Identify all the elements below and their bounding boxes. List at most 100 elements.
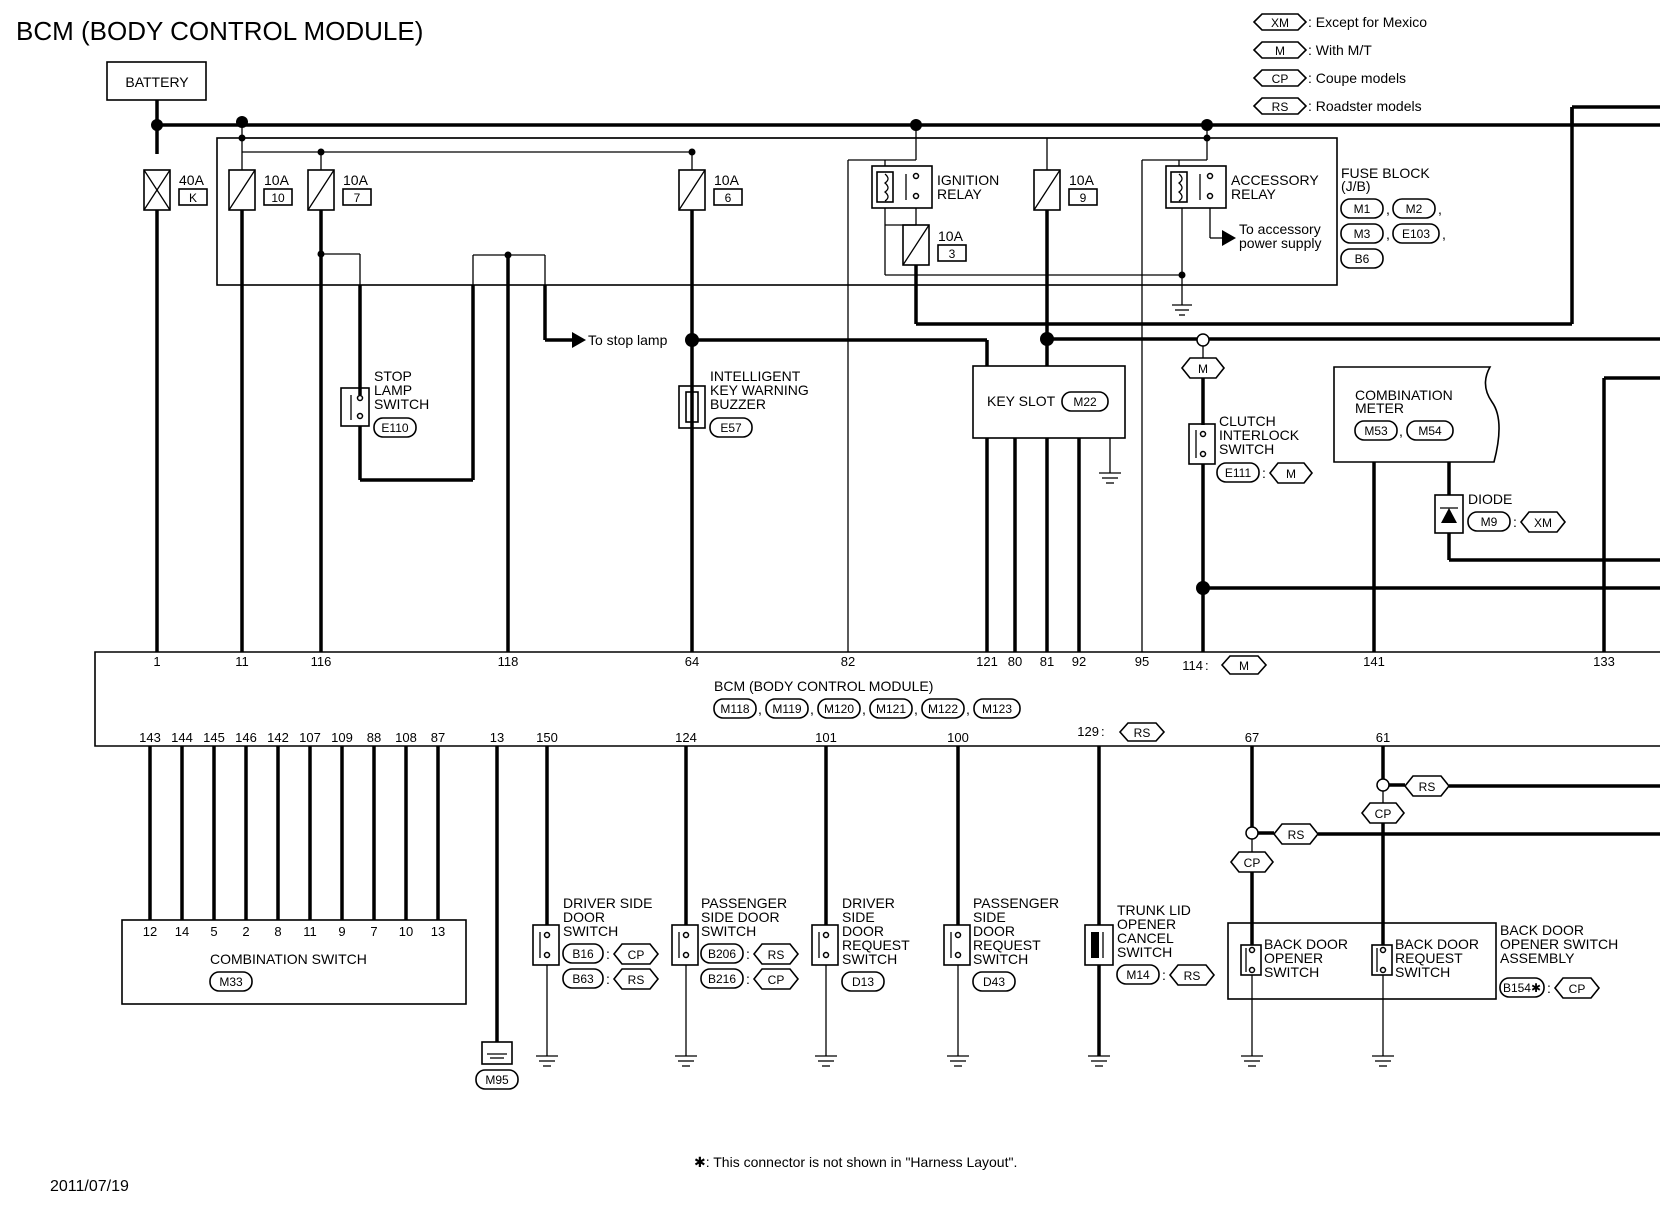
svg-text:,: , [914, 701, 918, 717]
passenger-door-switch-name: PASSENGER [701, 895, 787, 911]
driver-request-switch-name: DRIVER [842, 895, 895, 911]
passenger-request-switch-name: SWITCH [973, 951, 1028, 967]
fuse-block-name: FUSE BLOCK [1341, 165, 1430, 181]
branch-tag: CP [1244, 856, 1261, 870]
pin-label: 150 [536, 730, 558, 745]
svg-text:,: , [1386, 226, 1390, 242]
fuse-num: 3 [949, 247, 956, 261]
driver-door-switch-name: DRIVER SIDE [563, 895, 652, 911]
pin-label: 88 [367, 730, 381, 745]
driver-request-switch-name: DOOR [842, 923, 884, 939]
connector-tag: M95 [485, 1073, 509, 1087]
clutch-switch-name: INTERLOCK [1219, 427, 1300, 443]
pin-label: 61 [1376, 730, 1390, 745]
pin-label: 95 [1135, 654, 1149, 669]
fuse-40a: 40A K [143, 169, 208, 211]
pin-label: 13 [490, 730, 504, 745]
back-door-opener-switch-name: BACK DOOR [1264, 936, 1348, 952]
pin61-branch: RS CP [1360, 746, 1660, 945]
fuse-num: 9 [1080, 191, 1087, 205]
clutch-switch-name: SWITCH [1219, 441, 1274, 457]
svg-text:,: , [966, 701, 970, 717]
pin-label: 7 [370, 924, 377, 939]
connector-tag: M121 [876, 702, 906, 716]
pin-label: 116 [311, 654, 332, 669]
pin-label: 100 [947, 730, 969, 745]
pin-label: 145 [203, 730, 225, 745]
pin-label: 81 [1040, 654, 1054, 669]
accessory-relay-name: RELAY [1231, 186, 1277, 202]
svg-text:,: , [1442, 226, 1446, 242]
legend-code: M [1275, 44, 1285, 58]
branch-tag: XM [1534, 516, 1552, 530]
branch-tag: CP [1569, 982, 1586, 996]
fuse-amp: 40A [179, 172, 205, 188]
pin-label: 11 [303, 924, 317, 939]
pin-label: 80 [1008, 654, 1022, 669]
connector-tag: M123 [982, 702, 1012, 716]
key-slot-name: KEY SLOT [987, 393, 1056, 409]
combination-switch: 12 14 5 2 8 11 9 7 10 13 COMBINATION SWI… [121, 919, 467, 1005]
connector-tag: D13 [852, 975, 874, 989]
back-door-opener-switch-assembly: BACK DOOR OPENER SWITCH BACK DOOR REQUES… [1227, 922, 1618, 1067]
pin-label: 118 [498, 654, 519, 669]
svg-text::: : [1205, 658, 1209, 673]
svg-text:,: , [1438, 201, 1442, 217]
back-door-assembly-name: ASSEMBLY [1500, 950, 1575, 966]
connector-tag: M118 [720, 702, 749, 716]
back-door-request-switch-name: BACK DOOR [1395, 936, 1479, 952]
pin-label: 108 [395, 730, 417, 745]
svg-text::: : [1547, 980, 1551, 996]
trunk-cancel-switch-name: SWITCH [1117, 944, 1172, 960]
pin-label: 67 [1245, 730, 1259, 745]
stop-lamp-switch-name: LAMP [374, 382, 412, 398]
connector-tag: B154✱ [1503, 981, 1541, 995]
combination-meter-name: METER [1355, 400, 1404, 416]
fuse-amp: 10A [938, 228, 964, 244]
connector-tag: M33 [219, 975, 243, 989]
passenger-request-switch-name: PASSENGER [973, 895, 1059, 911]
connector-tag: E103 [1402, 227, 1430, 241]
svg-text:,: , [1386, 201, 1390, 217]
svg-text::: : [1513, 514, 1517, 530]
passenger-door-switch-name: SWITCH [701, 923, 756, 939]
connector-tag: M120 [824, 702, 854, 716]
driver-request-switch-name: SWITCH [842, 951, 897, 967]
connector-tag: M53 [1364, 424, 1388, 438]
accessory-relay-name: ACCESSORY [1231, 172, 1319, 188]
legend-code: CP [1272, 72, 1289, 86]
trunk-cancel-switch-name: OPENER [1117, 916, 1176, 932]
diode-name: DIODE [1468, 491, 1512, 507]
fuse-num: 10 [271, 191, 285, 205]
key-slot: KEY SLOT M22 [972, 365, 1126, 652]
connector-tag: B216 [708, 972, 736, 986]
legend-text: : Roadster models [1308, 98, 1422, 114]
pin-label: 64 [685, 654, 699, 669]
stop-lamp-switch: STOP LAMP SWITCH E110 [340, 285, 475, 482]
svg-text::: : [606, 971, 610, 987]
to-stop-lamp-label: To stop lamp [588, 332, 668, 348]
fuse-num: 7 [354, 191, 361, 205]
battery: BATTERY [106, 61, 207, 101]
fuse-10a-9: 10A 9 [1033, 169, 1098, 211]
driver-side-door-request-switch: DRIVER SIDE DOOR REQUEST SWITCH D13 [811, 746, 910, 1067]
pin-label: 143 [139, 730, 161, 745]
pin-label: 109 [331, 730, 353, 745]
pin-label: 82 [841, 654, 855, 669]
trunk-lid-opener-cancel-switch: TRUNK LID OPENER CANCEL SWITCH M14 : RS [1084, 746, 1216, 1067]
pin-label: 11 [235, 654, 249, 669]
buzzer-name: KEY WARNING [710, 382, 809, 398]
pin-label: 101 [815, 730, 837, 745]
back-door-opener-switch-name: OPENER [1264, 950, 1323, 966]
connector-tag: E57 [720, 421, 742, 435]
legend-text: : Except for Mexico [1308, 14, 1427, 30]
pin-label: 142 [267, 730, 289, 745]
pin-label: 114 [1182, 658, 1203, 673]
ground-m95: M95 [475, 746, 519, 1090]
passenger-side-door-switch: PASSENGER SIDE DOOR SWITCH B206 : RS B21… [671, 746, 800, 1067]
pin-label: 87 [431, 730, 445, 745]
connector-tag: M14 [1126, 968, 1150, 982]
pin-label: 107 [299, 730, 321, 745]
connector-tag: D43 [983, 975, 1005, 989]
revision-date: 2011/07/19 [50, 1178, 129, 1195]
